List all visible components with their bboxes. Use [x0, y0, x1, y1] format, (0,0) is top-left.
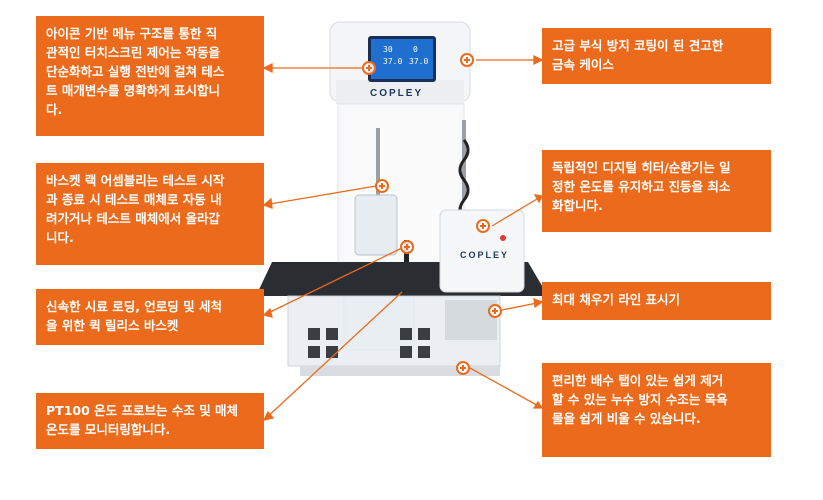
hotspot-quick-release-icon[interactable]: [400, 240, 414, 254]
instrument-illustration: [256, 21, 548, 376]
hotspot-touchscreen-icon[interactable]: [362, 61, 376, 75]
screen-value-1: 30: [383, 45, 393, 54]
callout-basket-rack: 바스켓 랙 어셈블리는 테스트 시작 과 종료 시 테스트 매체로 자동 내 려…: [36, 163, 264, 265]
hotspot-basket-rack-icon[interactable]: [375, 179, 389, 193]
hotspot-case-icon[interactable]: [460, 53, 474, 67]
callout-basket-rack-text: 바스켓 랙 어셈블리는 테스트 시작 과 종료 시 테스트 매체로 자동 내 려…: [46, 173, 225, 245]
callout-quick-release-text: 신속한 시료 로딩, 언로딩 및 세척 을 위한 퀵 릴리스 바스켓: [46, 299, 223, 333]
callout-touchscreen-text: 아이콘 기반 메뉴 구조를 통한 직 관적인 터치스크린 제어는 작동을 단순화…: [46, 26, 225, 117]
hotspot-heater-icon[interactable]: [476, 219, 490, 233]
brand-label: COPLEY: [370, 88, 424, 99]
callout-pt100-text: PT100 온도 프로브는 수조 및 매체 온도를 모니터링합니다.: [46, 403, 239, 437]
callout-fill-line-text: 최대 채우기 라인 표시기: [552, 292, 681, 307]
screen-value-2: 37.0: [383, 57, 403, 66]
callout-fill-line: 최대 채우기 라인 표시기: [542, 282, 771, 320]
heater-brand-label: COPLEY: [460, 250, 510, 260]
touchscreen-display[interactable]: 30 37.0 0 37.0: [371, 39, 433, 79]
hotspot-fill-line-icon[interactable]: [488, 304, 502, 318]
leader-lines: [262, 54, 544, 421]
callout-metal-case-text: 고급 부식 방지 코팅이 된 견고한 금속 케이스: [552, 38, 724, 72]
hotspot-drain-icon[interactable]: [456, 361, 470, 375]
callout-metal-case: 고급 부식 방지 코팅이 된 견고한 금속 케이스: [542, 28, 771, 84]
callout-pt100: PT100 온도 프로브는 수조 및 매체 온도를 모니터링합니다.: [36, 393, 264, 449]
callout-heater: 독립적인 디지털 히터/순환기는 일 정한 온도를 유지하고 진동을 최소 화합…: [542, 150, 771, 232]
callout-heater-text: 독립적인 디지털 히터/순환기는 일 정한 온도를 유지하고 진동을 최소 화합…: [552, 160, 731, 213]
callout-drain-text: 편리한 배수 탭이 있는 쉽게 제거 할 수 있는 누수 방지 수조는 목욕 물…: [552, 373, 728, 426]
callout-drain: 편리한 배수 탭이 있는 쉽게 제거 할 수 있는 누수 방지 수조는 목욕 물…: [542, 363, 771, 457]
callout-quick-release: 신속한 시료 로딩, 언로딩 및 세척 을 위한 퀵 릴리스 바스켓: [36, 289, 264, 345]
callout-touchscreen: 아이콘 기반 메뉴 구조를 통한 직 관적인 터치스크린 제어는 작동을 단순화…: [36, 16, 264, 136]
screen-value-4: 37.0: [409, 57, 429, 66]
screen-value-3: 0: [413, 45, 418, 54]
